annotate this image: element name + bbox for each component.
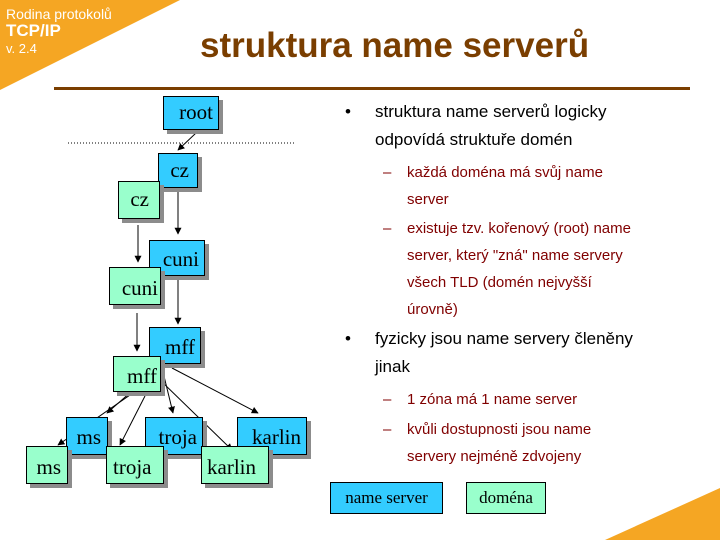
karlin-name-server: karlin bbox=[237, 417, 307, 455]
dash-symbol: – bbox=[383, 164, 392, 181]
bullet-physical-structure: • fyzicky jsou name servery členěny jina… bbox=[345, 325, 705, 381]
mff-ns-label: mff bbox=[165, 335, 195, 359]
bullet-symbol: • bbox=[345, 329, 351, 348]
ms-domain: ms bbox=[26, 446, 68, 484]
bullet-symbol: • bbox=[345, 102, 351, 121]
troja-ns-label: troja bbox=[158, 425, 197, 449]
sub-text-line: existuje tzv. kořenový (root) name bbox=[407, 220, 631, 237]
sub-text-line: všech TLD (domén nejvyšší bbox=[407, 274, 592, 291]
sub-text-line: server, který "zná" name servery bbox=[407, 247, 623, 264]
sub-text-line: kvůli dostupnosti jsou name bbox=[407, 421, 592, 438]
troja-domain: troja bbox=[106, 446, 164, 484]
dash-symbol: – bbox=[383, 220, 392, 237]
title-underline bbox=[54, 87, 690, 90]
karlin-ns-label: karlin bbox=[252, 425, 301, 449]
sub-redundancy: – kvůli dostupnosti jsou name servery ne… bbox=[383, 416, 707, 470]
cz-name-server: cz bbox=[158, 153, 198, 188]
corner-decoration-top-left bbox=[0, 0, 180, 90]
dash-symbol: – bbox=[383, 421, 392, 438]
root-label: root bbox=[179, 100, 213, 124]
course-code: TCP/IP bbox=[6, 21, 61, 40]
sub-root-server: – existuje tzv. kořenový (root) name ser… bbox=[383, 215, 707, 323]
arrow-root-to-cz bbox=[177, 132, 197, 151]
cz-domain: cz bbox=[118, 181, 160, 219]
version-label: v. 2.4 bbox=[6, 41, 37, 56]
corner-decoration-bottom-right bbox=[605, 488, 720, 540]
course-name: Rodina protokolů bbox=[6, 6, 112, 22]
mff-domain: mff bbox=[113, 356, 161, 392]
mff-dom-label: mff bbox=[127, 364, 157, 388]
legend-domain: doména bbox=[466, 482, 546, 514]
dash-symbol: – bbox=[383, 391, 392, 408]
bullet-text-line: fyzicky jsou name servery členěny bbox=[375, 329, 633, 348]
bullet-text-line: odpovídá struktuře domén bbox=[375, 130, 573, 149]
arrow-mff-dom-to-troja-dom bbox=[119, 395, 146, 446]
ms-ns-label: ms bbox=[76, 425, 101, 449]
sub-text-line: každá doména má svůj name bbox=[407, 164, 603, 181]
cz-dom-label: cz bbox=[130, 187, 149, 211]
sub-one-zone: – 1 zóna má 1 name server bbox=[383, 386, 707, 413]
sub-text-line: server bbox=[407, 191, 449, 208]
bullet-text-line: jinak bbox=[375, 357, 410, 376]
sub-each-domain: – každá doména má svůj name server bbox=[383, 159, 707, 213]
arrow-mff-to-troja bbox=[162, 371, 175, 414]
sub-text-line: servery nejméně zdvojeny bbox=[407, 448, 582, 465]
arrow-mff-to-karlin bbox=[171, 367, 259, 414]
ms-dom-label: ms bbox=[36, 455, 61, 479]
bullet-text-line: struktura name serverů logicky bbox=[375, 102, 607, 121]
ms-name-server: ms bbox=[66, 417, 108, 455]
bullet-logical-structure: • struktura name serverů logicky odpovíd… bbox=[345, 98, 705, 154]
root-name-server: root bbox=[163, 96, 219, 130]
cz-ns-label: cz bbox=[170, 158, 189, 182]
sub-text-line: úrovně) bbox=[407, 301, 458, 318]
karlin-dom-label: karlin bbox=[207, 455, 256, 479]
cuni-domain: cuni bbox=[109, 267, 161, 305]
arrow-mff-dom-to-karlin-dom bbox=[159, 379, 233, 451]
cuni-dom-label: cuni bbox=[121, 276, 158, 300]
cuni-ns-label: cuni bbox=[162, 247, 199, 271]
sub-text-line: 1 zóna má 1 name server bbox=[407, 391, 578, 408]
troja-dom-label: troja bbox=[113, 455, 152, 479]
page-title: struktura name serverů bbox=[200, 26, 590, 65]
legend-name-server: name server bbox=[330, 482, 443, 514]
karlin-domain: karlin bbox=[201, 446, 269, 484]
